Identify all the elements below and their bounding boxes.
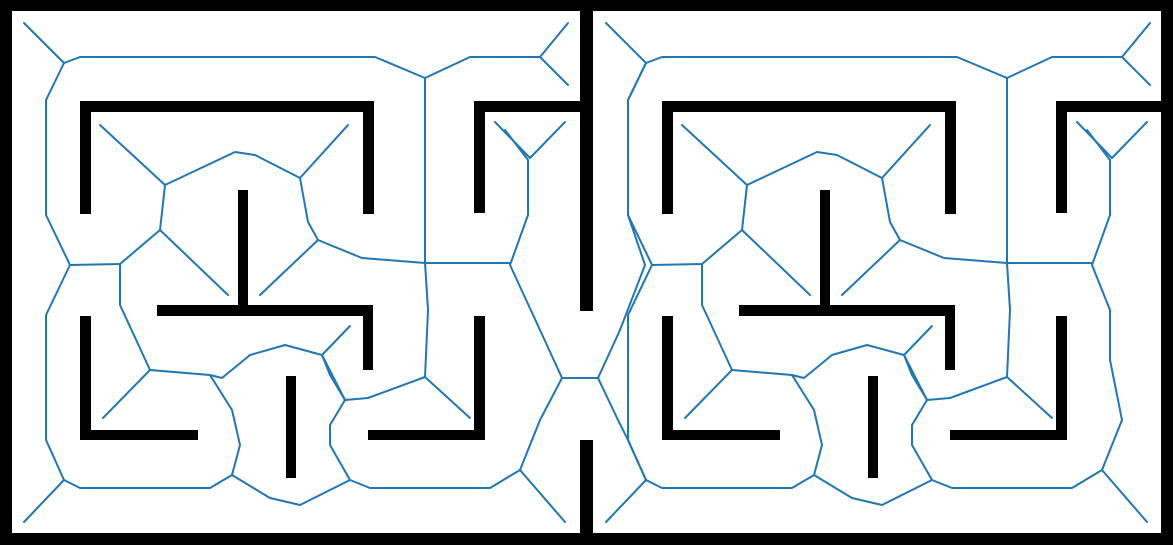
wall xyxy=(286,376,296,478)
frame-left xyxy=(0,0,12,545)
wall xyxy=(662,430,780,440)
wall xyxy=(474,101,485,213)
wall xyxy=(662,316,673,440)
wall xyxy=(368,430,485,440)
wall xyxy=(238,190,248,310)
skeleton-branch xyxy=(23,479,65,523)
divider-left-upper xyxy=(580,11,590,311)
wall xyxy=(1056,101,1067,213)
skeleton-branch xyxy=(681,124,748,186)
skeleton-inner-g xyxy=(903,354,928,401)
skeleton-outer-top xyxy=(645,56,1123,79)
left-maze-walls xyxy=(80,101,580,478)
wall xyxy=(474,101,580,112)
skeleton-branch xyxy=(494,121,566,159)
skeleton-branch xyxy=(519,469,566,523)
skeleton-branch xyxy=(1121,22,1151,86)
divider-right-upper xyxy=(590,11,593,311)
skeleton-branch xyxy=(1076,121,1148,159)
wall xyxy=(739,305,955,316)
skeleton-inner-f xyxy=(329,399,351,481)
skeleton-branch xyxy=(741,229,811,296)
skeleton-inner-e xyxy=(1006,262,1011,378)
divider-left-lower xyxy=(580,440,593,533)
wall xyxy=(945,101,956,214)
skeleton-outer-left xyxy=(45,62,563,506)
skeleton-branch xyxy=(321,325,351,356)
skeleton-branch xyxy=(1101,469,1148,523)
wall xyxy=(474,316,485,440)
skeleton-inner-b xyxy=(69,151,426,266)
wall xyxy=(80,101,91,214)
skeleton-branch xyxy=(841,239,901,296)
frame-bottom xyxy=(0,533,1173,545)
wall xyxy=(868,376,878,478)
skeleton-branch xyxy=(605,22,647,64)
wall xyxy=(950,430,1067,440)
frame-top xyxy=(0,0,1173,11)
skeleton-outer-top xyxy=(63,56,541,79)
center-divider xyxy=(580,11,593,533)
wall xyxy=(820,190,830,310)
skeleton-inner-b xyxy=(651,151,1008,266)
skeleton-branch xyxy=(684,369,733,419)
skeleton-outer-left xyxy=(627,62,1123,506)
skeleton-branch xyxy=(102,369,151,419)
wall xyxy=(363,305,373,370)
skeleton-branch xyxy=(99,124,166,186)
skeleton-inner-g xyxy=(321,354,346,401)
skeleton-branch xyxy=(539,22,569,86)
skeleton-branch xyxy=(881,124,931,179)
skeleton-inner-f xyxy=(911,399,933,481)
bridge-path-lower xyxy=(597,377,647,481)
wall xyxy=(157,305,373,316)
skeleton-branch xyxy=(259,239,319,296)
maze-bridge-skeleton xyxy=(597,62,647,481)
wall xyxy=(80,430,198,440)
wall xyxy=(662,101,956,112)
wall xyxy=(1056,316,1067,440)
right-maze-skeleton xyxy=(561,22,1151,523)
wall xyxy=(80,316,91,440)
skeleton-branch xyxy=(299,124,349,179)
bridge-path xyxy=(597,62,647,379)
wall xyxy=(945,305,955,370)
skeleton-branch xyxy=(903,325,933,356)
right-maze-walls xyxy=(662,101,1162,478)
wall xyxy=(662,101,673,214)
frame-right xyxy=(1161,0,1173,545)
wall xyxy=(1056,101,1162,112)
skeleton-branch xyxy=(159,229,229,296)
skeleton-inner-e xyxy=(424,262,429,378)
wall xyxy=(363,101,374,214)
wall xyxy=(80,101,374,112)
skeleton-branch xyxy=(23,22,65,64)
skeleton-branch xyxy=(605,479,647,523)
